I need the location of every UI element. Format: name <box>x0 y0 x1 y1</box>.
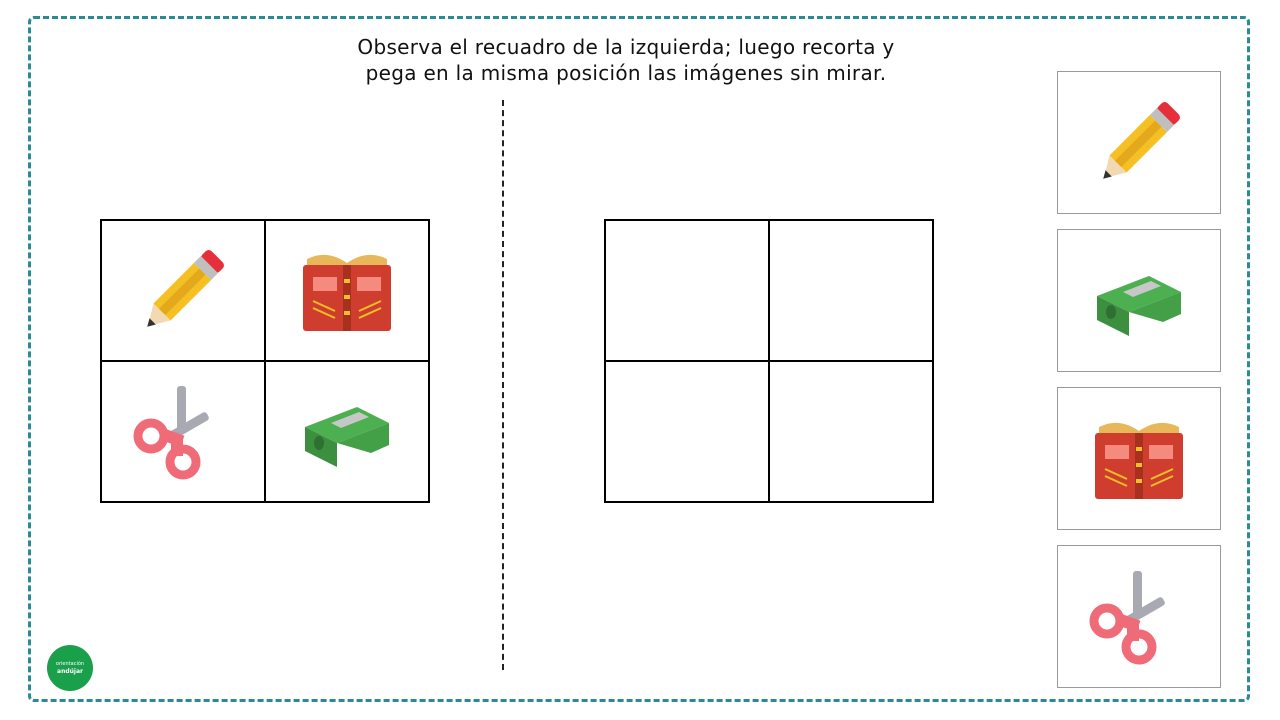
scissors-icon <box>133 382 233 482</box>
pencil-icon <box>128 236 238 346</box>
sharpener-icon <box>297 387 397 477</box>
cutout-card-book[interactable] <box>1057 387 1221 530</box>
source-cell-bottom-right <box>264 360 430 503</box>
instructions-line-1: Observa el recuadro de la izquierda; lue… <box>357 35 895 59</box>
source-grid <box>100 219 430 503</box>
logo-line-2: andújar <box>57 668 83 675</box>
cutout-card-pencil[interactable] <box>1057 71 1221 214</box>
pencil-icon <box>1084 88 1194 198</box>
cutout-card-sharpener[interactable] <box>1057 229 1221 372</box>
instructions-line-2: pega en la misma posición las imágenes s… <box>365 61 887 85</box>
cutout-card-scissors[interactable] <box>1057 545 1221 688</box>
logo-line-1: orientación <box>55 661 85 667</box>
cut-line-divider <box>502 100 504 670</box>
target-grid <box>604 219 934 503</box>
book-icon <box>1089 409 1189 509</box>
instructions: Observa el recuadro de la izquierda; lue… <box>300 34 952 86</box>
orientacion-andujar-logo: orientación andújar <box>47 645 93 691</box>
sharpener-icon <box>1089 256 1189 346</box>
scissors-icon <box>1089 567 1189 667</box>
target-cell-bottom-right[interactable] <box>768 360 934 503</box>
target-cell-bottom-left[interactable] <box>604 360 770 503</box>
source-cell-top-right <box>264 219 430 362</box>
target-cell-top-right[interactable] <box>768 219 934 362</box>
source-cell-top-left <box>100 219 266 362</box>
dashed-page-border <box>28 16 1250 702</box>
source-cell-bottom-left <box>100 360 266 503</box>
target-cell-top-left[interactable] <box>604 219 770 362</box>
book-icon <box>297 241 397 341</box>
